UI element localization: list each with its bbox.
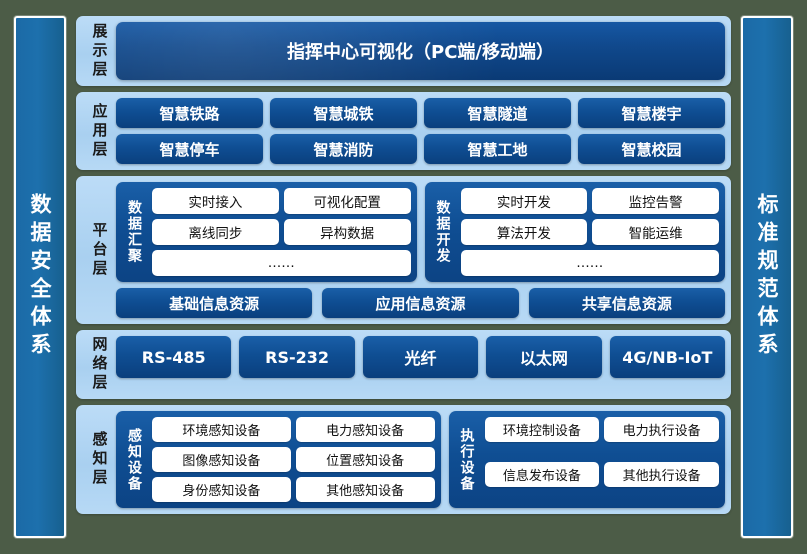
group-sensing-devices-grid: 环境感知设备 电力感知设备 图像感知设备 位置感知设备 身份感知设备 其他感知设… [152, 417, 435, 502]
resource-basic-information[interactable]: 基础信息资源 [116, 288, 313, 318]
chip-offline-sync[interactable]: 离线同步 [152, 219, 279, 245]
chip-visual-config[interactable]: 可视化配置 [283, 188, 411, 214]
network-layer-label-wrap: 网络层 [82, 336, 116, 393]
perception-layer-body: 感知设备 环境感知设备 电力感知设备 图像感知设备 位置感知设备 身份感知设备 … [116, 411, 725, 508]
group-actuator-devices: 执行设备 环境控制设备 电力执行设备 信息发布设备 其他执行设备 [448, 411, 725, 508]
app-item-smart-parking[interactable]: 智慧停车 [116, 134, 263, 164]
chip-other-sensing-device[interactable]: 其他感知设备 [295, 477, 435, 502]
chip-algorithm-development[interactable]: 算法开发 [460, 219, 588, 245]
group-data-development-title: 数据开发 [434, 200, 451, 264]
resource-application-information[interactable]: 应用信息资源 [322, 288, 519, 318]
application-layer-label-wrap: 应用层 [82, 98, 116, 164]
group-data-development-grid: 实时开发 监控告警 算法开发 智能运维 …… [460, 188, 719, 276]
group-actuator-devices-title: 执行设备 [458, 427, 475, 492]
application-layer-body: 智慧铁路 智慧城铁 智慧隧道 智慧楼宇 智慧停车 智慧消防 智慧工地 智慧校园 [116, 98, 725, 164]
left-pillar-data-security: 数据安全体系 [14, 16, 66, 538]
app-item-smart-firefighting[interactable]: 智慧消防 [270, 134, 417, 164]
chip-power-sensing-device[interactable]: 电力感知设备 [295, 417, 435, 442]
right-pillar-standards: 标准规范体系 [741, 16, 793, 538]
display-layer-body: 指挥中心可视化（PC端/移动端） [116, 22, 725, 80]
network-item-fiber[interactable]: 光纤 [362, 336, 479, 378]
network-item-4g-nbiot[interactable]: 4G/NB-IoT [609, 336, 725, 378]
chip-identity-sensing-device[interactable]: 身份感知设备 [152, 477, 291, 502]
chip-power-actuator-device[interactable]: 电力执行设备 [604, 417, 719, 442]
platform-layer-label-wrap: 平台层 [82, 182, 116, 318]
network-layer-label: 网络层 [90, 336, 109, 393]
chip-monitoring-alarm[interactable]: 监控告警 [592, 188, 719, 214]
layer-stack: 展示层 指挥中心可视化（PC端/移动端） 应用层 智慧铁路 智慧城铁 智慧隧道 … [76, 16, 731, 538]
display-layer-label: 展示层 [90, 22, 109, 80]
platform-groups: 数据汇聚 实时接入 可视化配置 离线同步 异构数据 …… 数据开发 [116, 182, 725, 282]
group-data-aggregation: 数据汇聚 实时接入 可视化配置 离线同步 异构数据 …… [116, 182, 417, 282]
application-row-1: 智慧铁路 智慧城铁 智慧隧道 智慧楼宇 [116, 98, 725, 128]
group-actuator-devices-grid: 环境控制设备 电力执行设备 信息发布设备 其他执行设备 [484, 417, 719, 502]
group-sensing-devices-title: 感知设备 [126, 427, 142, 492]
chip-intelligent-operations[interactable]: 智能运维 [592, 219, 719, 245]
perception-groups: 感知设备 环境感知设备 电力感知设备 图像感知设备 位置感知设备 身份感知设备 … [116, 411, 725, 508]
app-item-smart-campus[interactable]: 智慧校园 [578, 134, 725, 164]
group-data-development-title-wrap: 数据开发 [431, 188, 455, 276]
group-data-aggregation-title: 数据汇聚 [126, 200, 142, 264]
chip-data-aggregation-more[interactable]: …… [152, 250, 411, 276]
group-data-aggregation-grid: 实时接入 可视化配置 离线同步 异构数据 …… [152, 188, 411, 276]
chip-realtime-development[interactable]: 实时开发 [460, 188, 588, 214]
chip-other-actuator-device[interactable]: 其他执行设备 [604, 462, 719, 487]
network-item-ethernet[interactable]: 以太网 [486, 336, 602, 378]
perception-layer-label: 感知层 [90, 431, 109, 488]
group-sensing-devices-title-wrap: 感知设备 [122, 417, 146, 502]
chip-data-development-more[interactable]: …… [460, 250, 719, 276]
network-items-row: RS-485 RS-232 光纤 以太网 4G/NB-IoT [116, 336, 725, 378]
application-layer: 应用层 智慧铁路 智慧城铁 智慧隧道 智慧楼宇 智慧停车 智慧消防 智慧工地 智… [76, 92, 731, 170]
chip-heterogeneous-data[interactable]: 异构数据 [283, 219, 411, 245]
chip-location-sensing-device[interactable]: 位置感知设备 [295, 447, 435, 472]
right-pillar-label: 标准规范体系 [755, 193, 780, 361]
app-item-smart-metro[interactable]: 智慧城铁 [270, 98, 417, 128]
network-item-rs232[interactable]: RS-232 [239, 336, 355, 378]
network-item-rs485[interactable]: RS-485 [116, 336, 232, 378]
application-layer-label: 应用层 [90, 102, 109, 160]
group-actuator-devices-title-wrap: 执行设备 [455, 417, 479, 502]
chip-realtime-ingest[interactable]: 实时接入 [152, 188, 279, 214]
network-layer: 网络层 RS-485 RS-232 光纤 以太网 4G/NB-IoT [76, 330, 731, 399]
perception-layer-label-wrap: 感知层 [82, 411, 116, 508]
platform-resource-row: 基础信息资源 应用信息资源 共享信息资源 [116, 288, 725, 318]
chip-image-sensing-device[interactable]: 图像感知设备 [152, 447, 291, 472]
chip-environment-control-device[interactable]: 环境控制设备 [484, 417, 600, 442]
perception-layer: 感知层 感知设备 环境感知设备 电力感知设备 图像感知设备 位置感知设备 身份感… [76, 405, 731, 514]
group-data-development: 数据开发 实时开发 监控告警 算法开发 智能运维 …… [424, 182, 725, 282]
display-layer-label-wrap: 展示层 [82, 22, 116, 80]
app-item-smart-railway[interactable]: 智慧铁路 [116, 98, 263, 128]
app-item-smart-building[interactable]: 智慧楼宇 [578, 98, 725, 128]
group-data-aggregation-title-wrap: 数据汇聚 [122, 188, 146, 276]
app-item-smart-tunnel[interactable]: 智慧隧道 [424, 98, 571, 128]
group-sensing-devices: 感知设备 环境感知设备 电力感知设备 图像感知设备 位置感知设备 身份感知设备 … [116, 411, 441, 508]
left-pillar-label: 数据安全体系 [28, 193, 53, 361]
application-row-2: 智慧停车 智慧消防 智慧工地 智慧校园 [116, 134, 725, 164]
resource-shared-information[interactable]: 共享信息资源 [528, 288, 725, 318]
app-item-smart-construction-site[interactable]: 智慧工地 [424, 134, 571, 164]
chip-environment-sensing-device[interactable]: 环境感知设备 [152, 417, 291, 442]
display-layer: 展示层 指挥中心可视化（PC端/移动端） [76, 16, 731, 86]
command-center-banner[interactable]: 指挥中心可视化（PC端/移动端） [116, 22, 725, 80]
platform-layer-body: 数据汇聚 实时接入 可视化配置 离线同步 异构数据 …… 数据开发 [116, 182, 725, 318]
network-layer-body: RS-485 RS-232 光纤 以太网 4G/NB-IoT [116, 336, 725, 393]
chip-information-release-device[interactable]: 信息发布设备 [484, 462, 600, 487]
platform-layer: 平台层 数据汇聚 实时接入 可视化配置 离线同步 异构数据 …… [76, 176, 731, 324]
platform-layer-label: 平台层 [90, 221, 109, 279]
